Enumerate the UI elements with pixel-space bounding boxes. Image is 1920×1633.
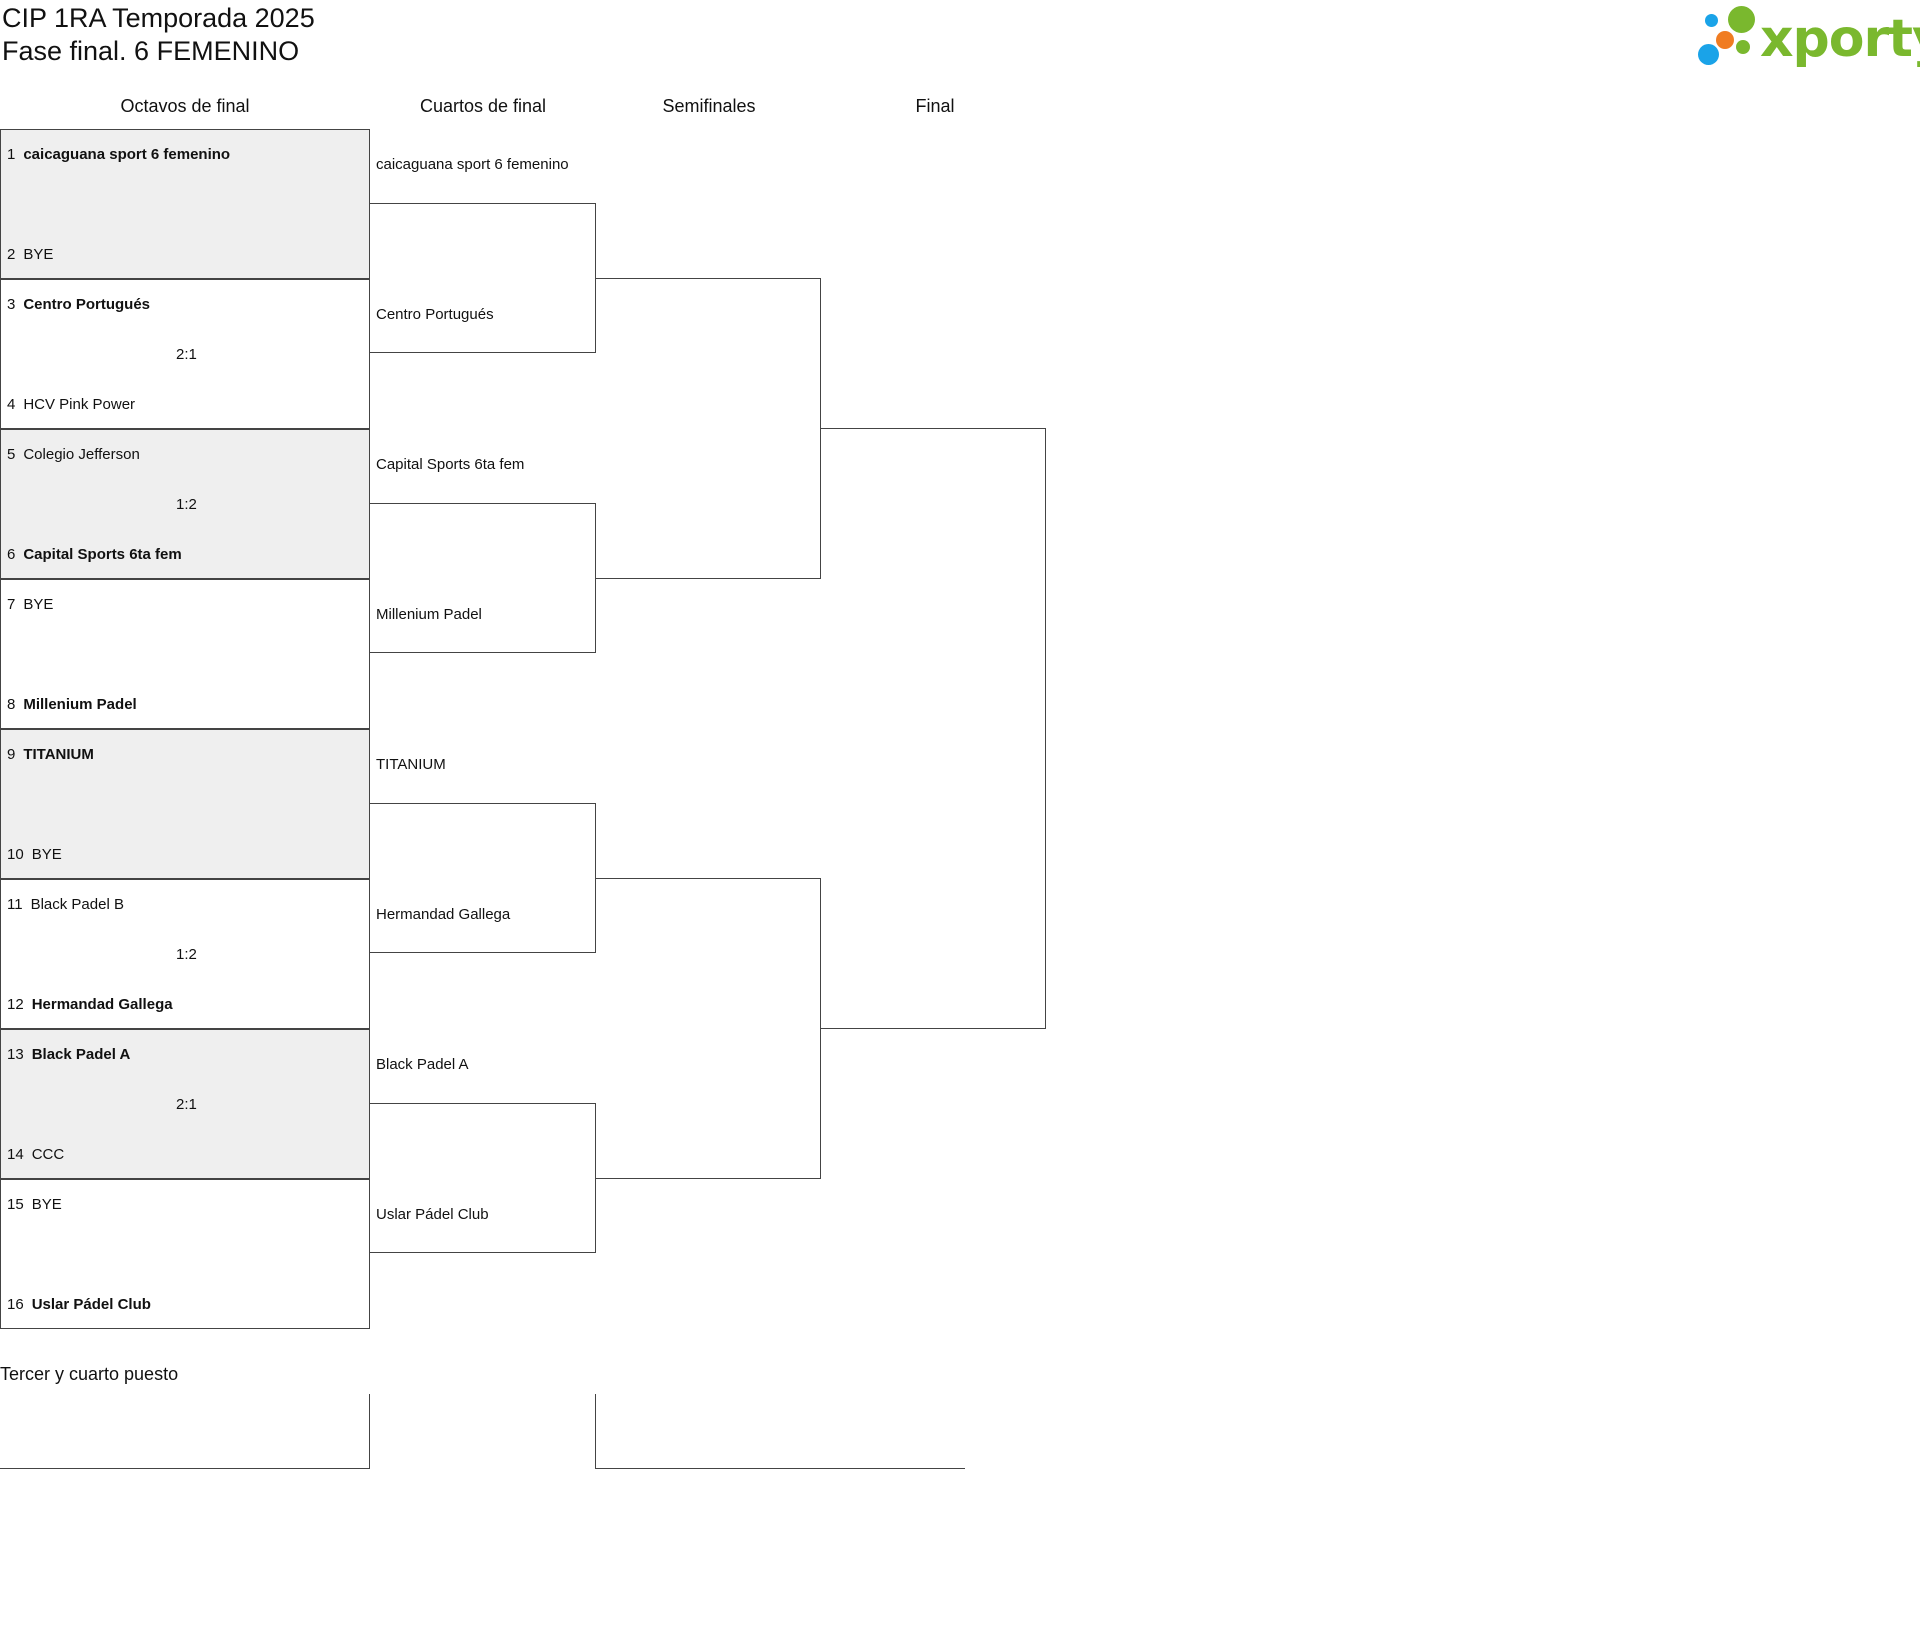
cuartos-bracket-4 xyxy=(370,1103,596,1253)
cuartos-team-4: Millenium Padel xyxy=(376,606,482,623)
round-header-semifinales: Semifinales xyxy=(662,96,756,116)
page-subtitle: Fase final. 6 FEMENINO xyxy=(2,36,300,66)
cuartos-bracket-2 xyxy=(370,503,596,653)
semifinal-bracket-2 xyxy=(595,878,821,1179)
third-place-line-1 xyxy=(0,1468,370,1469)
cuartos-bracket-1 xyxy=(370,203,596,353)
third-place-divider-1 xyxy=(369,1394,370,1469)
logo-dot-green-small xyxy=(1736,40,1750,54)
round-header-cuartos: Cuartos de final xyxy=(419,96,547,116)
xporty-logo: xporty xyxy=(1690,4,1920,74)
final-bracket xyxy=(820,428,1046,1029)
logo-dot-green xyxy=(1728,6,1755,33)
match-score: 2:1 xyxy=(176,1096,197,1113)
cuartos-bracket-3 xyxy=(370,803,596,953)
logo-text: xporty xyxy=(1760,9,1920,69)
match-score: 2:1 xyxy=(176,346,197,363)
semifinal-bracket-1 xyxy=(595,278,821,579)
page-title: CIP 1RA Temporada 2025 xyxy=(2,3,315,33)
match-score: 1:2 xyxy=(176,946,197,963)
third-place-divider-2 xyxy=(595,1394,596,1469)
logo-dot-blue-large xyxy=(1698,44,1719,65)
logo-dot-blue-small xyxy=(1705,14,1718,27)
logo-dot-orange xyxy=(1716,31,1734,49)
cuartos-team-3: Capital Sports 6ta fem xyxy=(376,456,525,473)
cuartos-team-5: TITANIUM xyxy=(376,756,446,773)
round-header-octavos: Octavos de final xyxy=(120,96,250,116)
cuartos-team-1: caicaguana sport 6 femenino xyxy=(376,156,569,173)
round-header-final: Final xyxy=(915,96,955,116)
cuartos-team-7: Black Padel A xyxy=(376,1056,469,1073)
cuartos-team-2: Centro Portugués xyxy=(376,306,494,323)
third-place-label: Tercer y cuarto puesto xyxy=(0,1364,179,1384)
cuartos-team-6: Hermandad Gallega xyxy=(376,906,511,923)
cuartos-team-8: Uslar Pádel Club xyxy=(376,1206,489,1223)
third-place-line-2 xyxy=(595,1468,965,1469)
match-score: 1:2 xyxy=(176,496,197,513)
